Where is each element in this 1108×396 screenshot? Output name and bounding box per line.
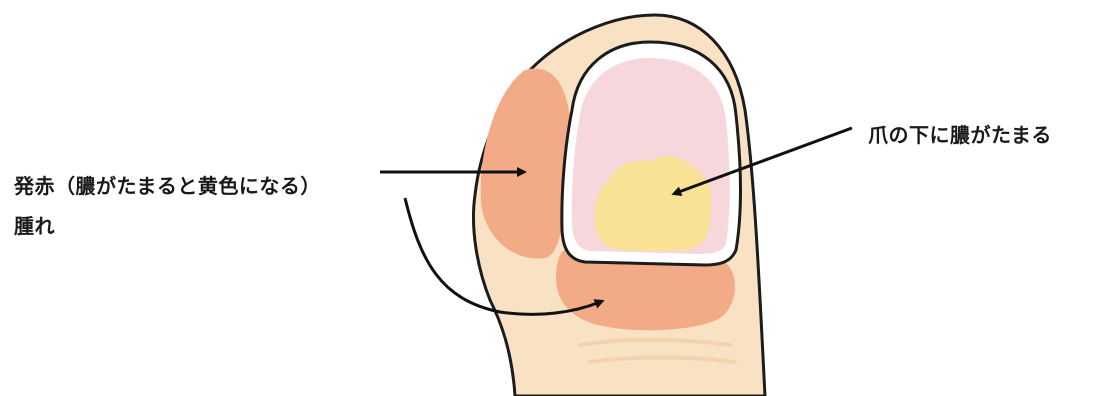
label-pus-under-nail: 爪の下に膿がたまる	[868, 119, 1052, 148]
redness-left-area	[481, 68, 571, 258]
label-redness: 発赤（膿がたまると黄色になる）	[14, 170, 321, 199]
label-swelling: 腫れ	[14, 210, 55, 239]
